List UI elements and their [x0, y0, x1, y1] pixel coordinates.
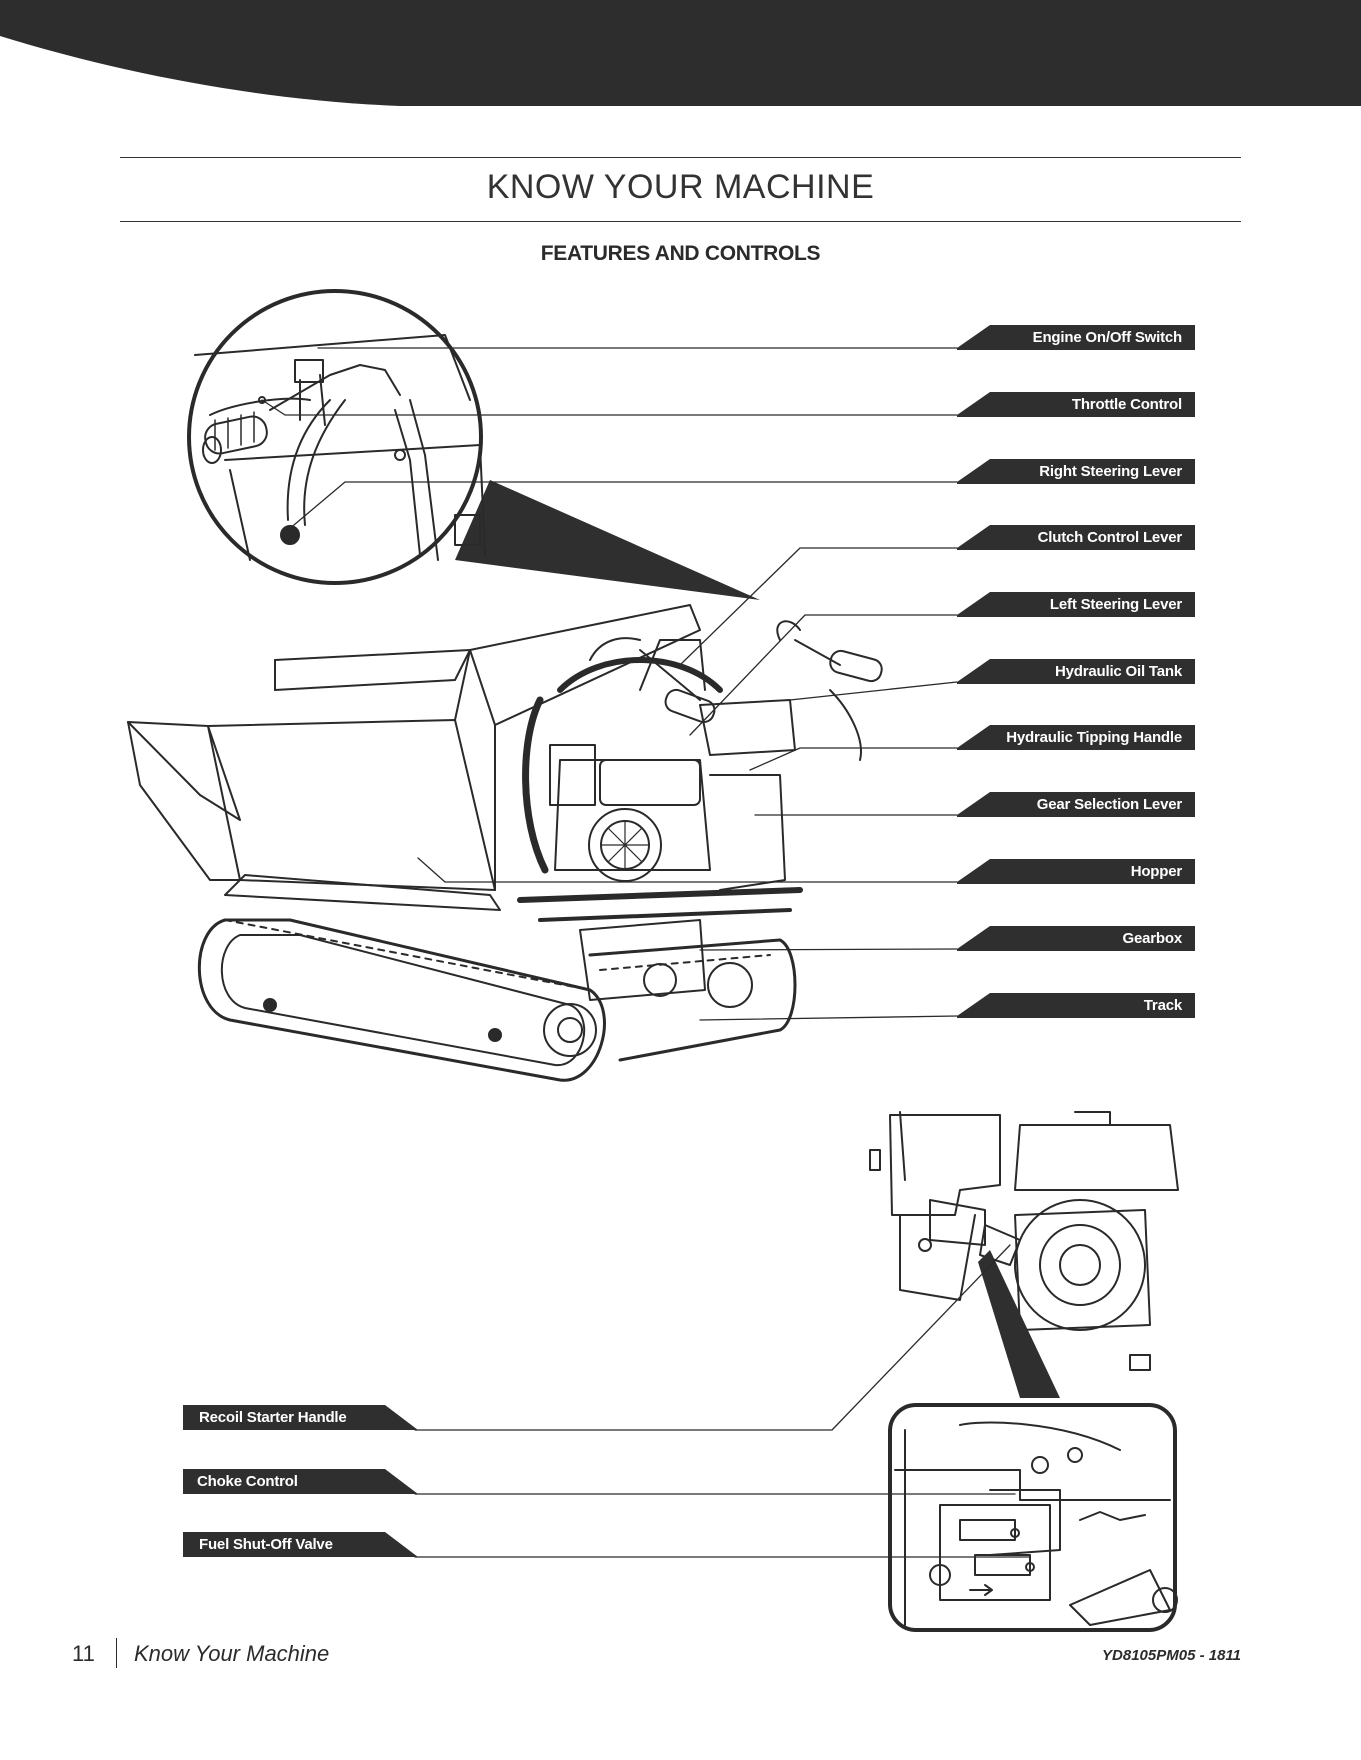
carburetor-detail-view [888, 1403, 1178, 1632]
hopper-drawing [127, 604, 701, 911]
label-gear-selection-lever: Gear Selection Lever [1036, 796, 1182, 813]
engine-side-view [869, 1111, 1179, 1371]
footer-doc-code: YD8105PM05 - 1811 [1102, 1647, 1241, 1664]
label-engine-on-off-switch: Engine On/Off Switch [1032, 329, 1183, 346]
handlebars-drawing [589, 620, 883, 761]
callout-leaders-engine [414, 1244, 1031, 1558]
title-rule-bottom [120, 221, 1241, 222]
label-clutch-control-lever: Clutch Control Lever [1037, 529, 1183, 546]
label-gearbox: Gearbox [1122, 930, 1183, 947]
machine-label-tabs [957, 325, 1195, 1018]
label-hopper: Hopper [1130, 863, 1183, 880]
footer-section-title: Know Your Machine [134, 1641, 330, 1666]
label-right-steering-lever: Right Steering Lever [1039, 463, 1182, 480]
callout-leaders-machine [261, 347, 958, 1021]
section-title: FEATURES AND CONTROLS [540, 242, 821, 265]
engine-label-tabs [183, 1405, 418, 1557]
label-left-steering-lever: Left Steering Lever [1049, 596, 1182, 613]
label-hydraulic-oil-tank: Hydraulic Oil Tank [1055, 663, 1182, 680]
engine-drawing [517, 639, 803, 1001]
label-choke-control: Choke Control [197, 1473, 298, 1490]
label-fuel-shut-off-valve: Fuel Shut-Off Valve [199, 1536, 333, 1553]
track-drawing [197, 918, 797, 1082]
label-throttle-control: Throttle Control [1071, 396, 1182, 413]
page-number: 11 [72, 1641, 95, 1666]
title-rule-top [120, 157, 1241, 158]
label-recoil-starter-handle: Recoil Starter Handle [199, 1409, 347, 1426]
handlebar-detail-view [187, 289, 486, 585]
header-band [0, 0, 1361, 106]
page-title: KNOW YOUR MACHINE [486, 168, 875, 206]
label-hydraulic-tipping-handle: Hydraulic Tipping Handle [1006, 729, 1182, 746]
footer-separator [116, 1638, 117, 1668]
label-track: Track [1143, 997, 1182, 1014]
